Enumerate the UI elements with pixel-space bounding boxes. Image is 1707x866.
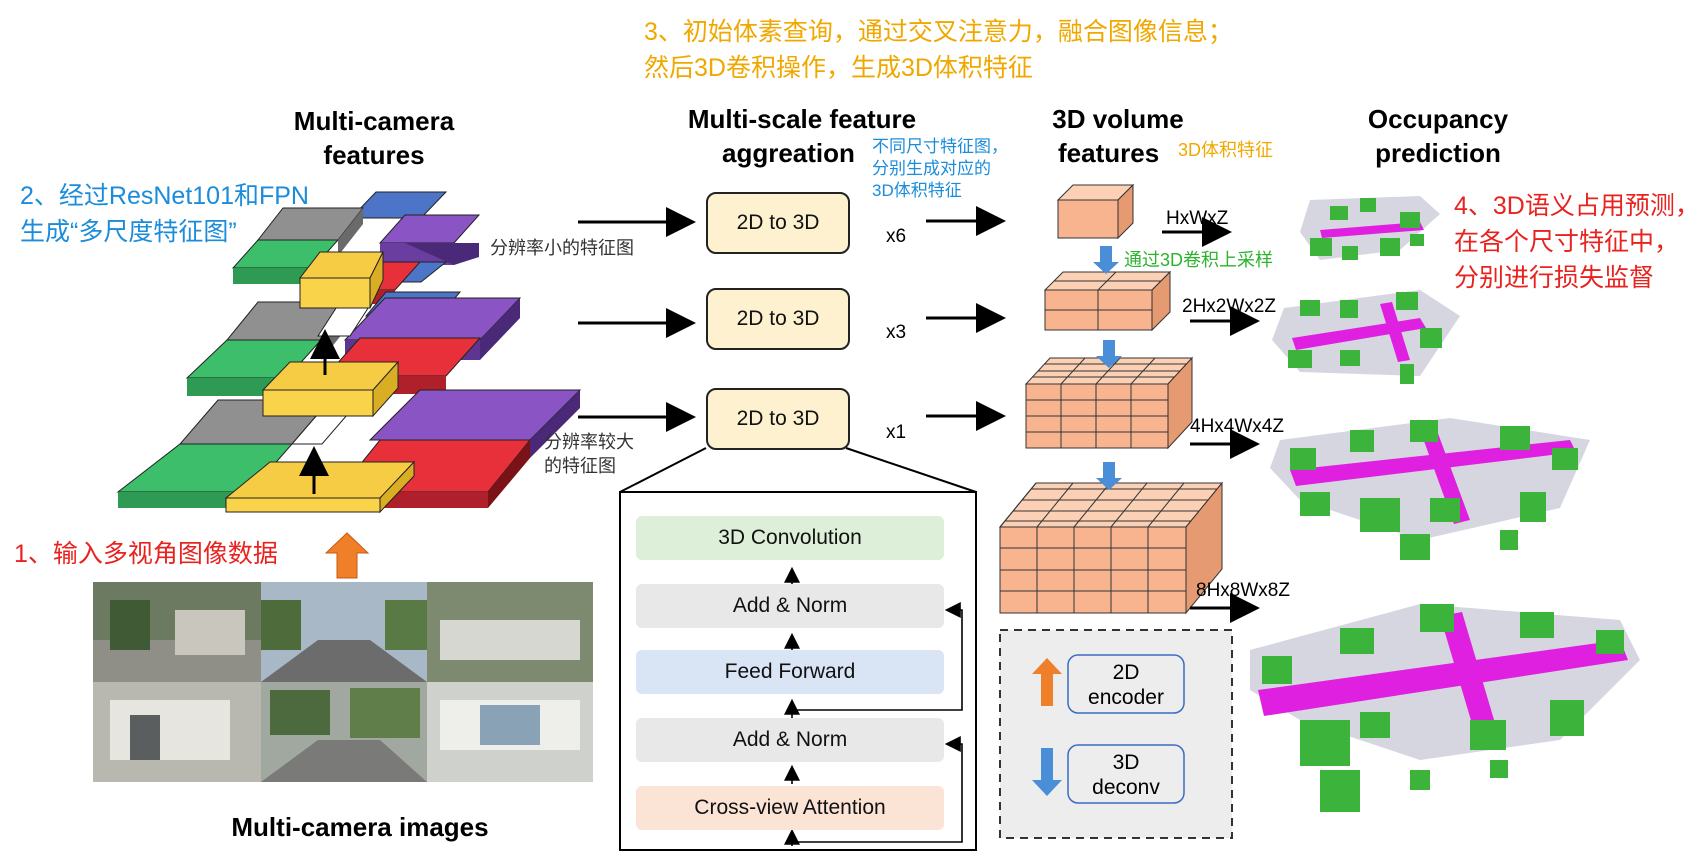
legend-line: deconv	[1092, 776, 1160, 799]
heading-line: prediction	[1375, 138, 1501, 168]
layer-3d-convolution: 3D Convolution	[636, 516, 944, 560]
note-line: 分辨率较大	[544, 432, 634, 452]
camera-images	[93, 582, 593, 782]
size-label-3: 4Hx4Wx4Z	[1190, 416, 1284, 437]
legend-line: 2D	[1112, 661, 1140, 684]
heading-line: Multi-scale feature	[687, 104, 917, 134]
note-line: 在各个尺寸特征中，	[1454, 228, 1680, 256]
occupancy-predictions	[1250, 196, 1640, 812]
upsample-note: 通过3D卷积上采样	[1124, 250, 1274, 270]
volume-cubes	[998, 183, 1224, 615]
note-line: 的特征图	[544, 456, 616, 476]
volume-cn-note: 3D体积特征	[1178, 140, 1274, 160]
note-line: 3、初始体素查询，通过交叉注意力，融合图像信息；	[644, 18, 1233, 46]
heading-line: Multi-camera	[293, 106, 455, 136]
diff-size-note: 不同尺寸特征图， 分别生成对应的 3D体积特征	[872, 136, 1042, 202]
heading-line: aggreation	[722, 138, 855, 168]
heading-multi-scale: Multi-scale feature aggreation	[662, 102, 942, 170]
note-line: 生成“多尺度特征图”	[20, 218, 237, 246]
high-res-note: 分辨率较大 的特征图	[544, 430, 654, 478]
legend-2d-encoder: 2D encoder	[1068, 660, 1184, 710]
note-line: 3D体积特征	[872, 181, 962, 200]
layer-add-norm-bottom: Add & Norm	[636, 718, 944, 762]
legend-3d-deconv: 3D deconv	[1068, 750, 1184, 800]
heading-line: Occupancy	[1367, 104, 1509, 134]
low-res-note: 分辨率小的特征图	[490, 238, 634, 258]
heading-occupancy: Occupancy prediction	[1338, 102, 1538, 170]
heading-line: features	[1058, 138, 1160, 168]
mult-x1: x1	[886, 422, 907, 443]
block-2d-to-3d-x1: 2D to 3D	[706, 388, 850, 450]
heading-volume: 3D volume features	[1018, 102, 1218, 170]
mult-x6: x6	[886, 226, 907, 247]
note-line: 4、3D语义占用预测，	[1454, 192, 1700, 220]
block-2d-to-3d-x6: 2D to 3D	[706, 192, 850, 254]
note-line: 分别进行损失监督	[1454, 264, 1655, 292]
size-label-4: 8Hx8Wx8Z	[1196, 580, 1290, 601]
orange-up-arrow	[324, 532, 370, 579]
feature-pyramid	[116, 191, 582, 514]
note-line: 2、经过ResNet101和FPN	[20, 182, 309, 210]
size-label-1: HxWxZ	[1166, 208, 1229, 229]
legend-line: 3D	[1112, 751, 1140, 774]
step4-note: 4、3D语义占用预测， 在各个尺寸特征中， 分别进行损失监督	[1454, 188, 1704, 296]
mult-x3: x3	[886, 322, 907, 343]
layer-add-norm-top: Add & Norm	[636, 584, 944, 628]
step3-note: 3、初始体素查询，通过交叉注意力，融合图像信息； 然后3D卷积操作，生成3D体积…	[644, 14, 1284, 86]
note-line: 分别生成对应的	[872, 159, 991, 178]
legend-line: encoder	[1088, 686, 1164, 709]
heading-camera-images: Multi-camera images	[231, 812, 489, 842]
layer-feed-forward: Feed Forward	[636, 650, 944, 694]
heading-line: features	[323, 140, 425, 170]
note-line: 然后3D卷积操作，生成3D体积特征	[644, 54, 1033, 82]
heading-multi-camera-features: Multi-camera features	[264, 104, 484, 172]
step2-note: 2、经过ResNet101和FPN 生成“多尺度特征图”	[20, 178, 350, 250]
step1-note: 1、输入多视角图像数据	[14, 540, 278, 568]
size-label-2: 2Hx2Wx2Z	[1182, 296, 1276, 317]
layer-cross-view-attention: Cross-view Attention	[636, 786, 944, 830]
block-2d-to-3d-x3: 2D to 3D	[706, 288, 850, 350]
note-line: 不同尺寸特征图，	[872, 137, 1008, 156]
heading-line: 3D volume	[1052, 104, 1184, 134]
